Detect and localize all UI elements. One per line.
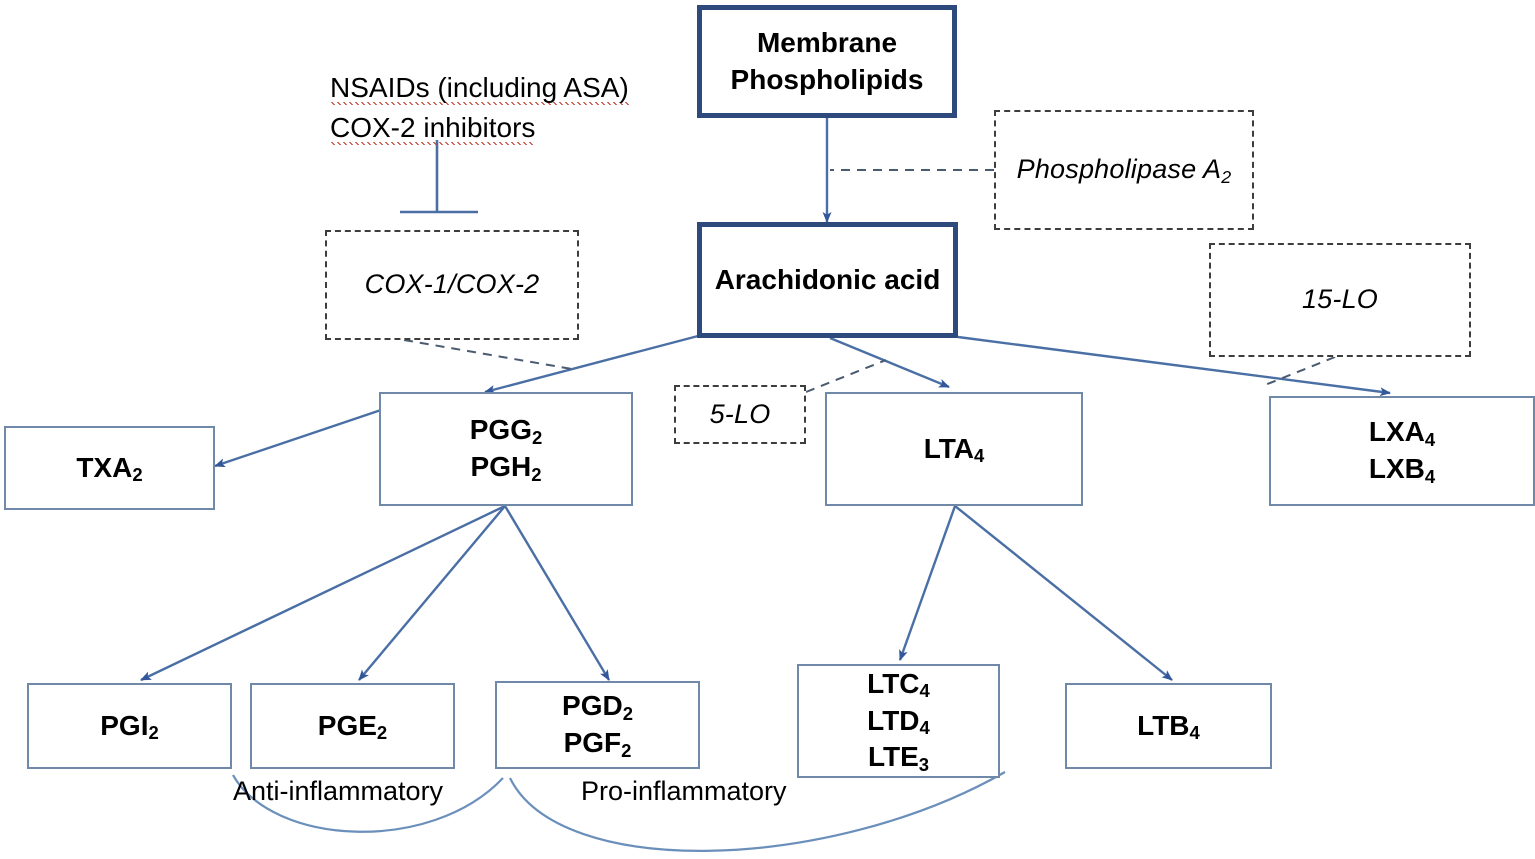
phospholipase-a2-label: Phospholipase A2 bbox=[1016, 154, 1232, 187]
pgi2-label: PGI2 bbox=[100, 709, 159, 744]
membrane-phospholipids-line2: Phospholipids bbox=[730, 63, 924, 95]
ltb4-label: LTB4 bbox=[1137, 709, 1200, 744]
pgd2-label: PGD2 bbox=[562, 690, 633, 724]
node-pgd2-pgf2[interactable]: PGD2 PGF2 bbox=[495, 681, 700, 769]
lxa4-label: LXA4 bbox=[1368, 416, 1436, 450]
cox-1-cox-2-label: COX-1/COX-2 bbox=[364, 269, 540, 300]
node-ltb4[interactable]: LTB4 bbox=[1065, 683, 1272, 769]
node-cox-1-cox-2[interactable]: COX-1/COX-2 bbox=[325, 230, 579, 340]
node-5-lo[interactable]: 5-LO bbox=[674, 385, 806, 444]
15-lo-label: 15-LO bbox=[1301, 284, 1379, 315]
node-pgi2[interactable]: PGI2 bbox=[27, 683, 232, 769]
node-txa2[interactable]: TXA2 bbox=[4, 426, 215, 510]
arrow-arachidonic-to-pgg bbox=[484, 334, 699, 394]
5-lo-label: 5-LO bbox=[709, 398, 771, 429]
txa2-label: TXA2 bbox=[76, 451, 143, 486]
dashed-15lo-connector bbox=[1264, 356, 1336, 386]
node-lta4[interactable]: LTA4 bbox=[825, 392, 1083, 506]
node-phospholipase-a2[interactable]: Phospholipase A2 bbox=[994, 110, 1254, 230]
ltd4-label: LTD4 bbox=[867, 704, 930, 739]
arachidonic-acid-label: Arachidonic acid bbox=[714, 263, 941, 295]
node-ltc4-ltd4-lte3[interactable]: LTC4 LTD4 LTE3 bbox=[797, 664, 1000, 778]
pgh2-label: PGH2 bbox=[470, 451, 542, 485]
nsaids-line2: COX-2 inhibitors bbox=[330, 111, 536, 145]
arrow-pgg-to-pge2 bbox=[358, 505, 506, 681]
node-membrane-phospholipids[interactable]: Membrane Phospholipids bbox=[697, 5, 957, 118]
nsaids-inhibitors-text: NSAIDs (including ASA) COX-2 inhibitors bbox=[330, 68, 629, 148]
node-pge2[interactable]: PGE2 bbox=[250, 683, 455, 769]
nsaids-line1: NSAIDs (including ASA) bbox=[330, 72, 629, 105]
node-15-lo[interactable]: 15-LO bbox=[1209, 243, 1471, 357]
label-anti-inflammatory: Anti-inflammatory bbox=[233, 776, 444, 806]
dashed-cox-connector bbox=[403, 339, 573, 370]
dashed-5lo-connector bbox=[805, 359, 887, 393]
pge2-label: PGE2 bbox=[317, 709, 388, 744]
arrow-pgg-to-pgi2 bbox=[140, 504, 506, 682]
pgg2-label: PGG2 bbox=[469, 414, 543, 448]
node-lxa4-lxb4[interactable]: LXA4 LXB4 bbox=[1269, 396, 1535, 506]
lta4-label: LTA4 bbox=[923, 432, 985, 467]
arrow-arachidonic-to-lta4 bbox=[829, 336, 950, 389]
membrane-phospholipids-line1: Membrane bbox=[756, 26, 898, 58]
pgf2-label: PGF2 bbox=[563, 727, 632, 761]
node-pgg2-pgh2[interactable]: PGG2 PGH2 bbox=[379, 392, 633, 506]
lxb4-label: LXB4 bbox=[1368, 453, 1436, 487]
label-pro-inflammatory: Pro-inflammatory bbox=[581, 776, 787, 806]
arrow-lta4-to-ltb4 bbox=[954, 505, 1173, 681]
arrow-lta4-to-ltc4 bbox=[898, 505, 957, 661]
node-arachidonic-acid[interactable]: Arachidonic acid bbox=[697, 222, 958, 338]
ltc4-label: LTC4 bbox=[867, 667, 930, 702]
arrow-pgg-to-txa2 bbox=[214, 408, 382, 468]
lte3-label: LTE3 bbox=[867, 741, 930, 776]
arrow-pgg-to-pgd2 bbox=[503, 505, 611, 681]
